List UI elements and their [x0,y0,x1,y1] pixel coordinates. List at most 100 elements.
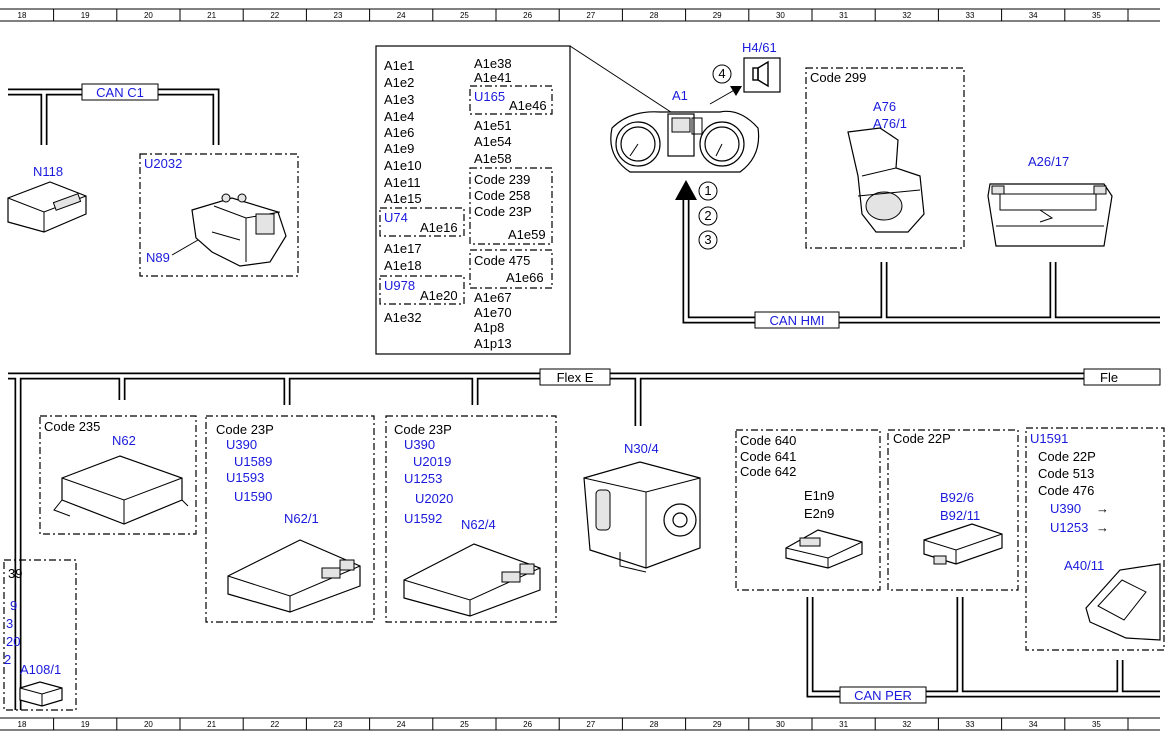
ruler-number: 22 [270,11,279,20]
a1-e41: A1e41 [474,70,512,85]
ruler-number: 19 [81,11,90,20]
label-u74: U74 [384,210,408,225]
code-23p-n62-4: Code 23P [394,422,452,437]
a1-e20: A1e20 [420,288,458,303]
ruler-number: 34 [1029,720,1038,729]
a108-partial-1: 39 [8,566,22,581]
component-a26-17: A26/17 [987,154,1113,247]
n62-1-u390: U390 [226,437,257,452]
label-a108-1: A108/1 [20,662,61,677]
a1-e32: A1e32 [384,310,422,325]
a40-u390: U390 [1050,501,1081,516]
a1-e66: A1e66 [506,270,544,285]
label-n62-4: N62/4 [461,517,496,532]
bus-can-c1: CAN C1 [8,83,220,145]
ruler-number: 33 [966,11,975,20]
label-b92-11: B92/11 [940,508,980,523]
a1-e2: A1e2 [384,75,414,90]
ruler-number: 28 [650,11,659,20]
a1-e54: A1e54 [474,134,512,149]
a1-e58: A1e58 [474,151,512,166]
a1-e51: A1e51 [474,118,512,133]
label-a40-11: A40/11 [1064,558,1104,573]
ruler-number: 21 [207,720,216,729]
ruler-number: 27 [586,720,595,729]
a1-e10: A1e10 [384,158,422,173]
n62-1-u1593: U1593 [226,470,264,485]
ruler-number: 21 [207,11,216,20]
n62-4-u1592: U1592 [404,511,442,526]
label-e1n9: E1n9 [804,488,834,503]
a1-e3: A1e3 [384,92,414,107]
ruler-number: 30 [776,720,785,729]
arrow-to-h4-icon [730,86,742,96]
ruler-number: 22 [270,720,279,729]
code-23p-n62-1: Code 23P [216,422,274,437]
code-640: Code 640 [740,433,796,448]
a40-u1253: U1253 [1050,520,1088,535]
n62-4-u1253: U1253 [404,471,442,486]
ruler-number: 18 [18,11,27,20]
code-235: Code 235 [44,419,100,434]
component-a40-11-box: U1591 Code 22P Code 513 Code 476 U390 → … [1025,427,1165,651]
a108-partial-3: 3 [6,616,13,631]
label-a26-17: A26/17 [1028,154,1069,169]
a1-e15: A1e15 [384,191,422,206]
a108-partial-2: 9 [10,598,17,613]
ruler-number: 32 [902,11,911,20]
n62-4-u2019: U2019 [413,454,451,469]
callout-4: 4 [718,66,725,81]
a40-arrow-1: → [1096,501,1109,516]
ruler-number: 32 [902,720,911,729]
code-476: Code 476 [1038,483,1094,498]
ruler-number: 18 [18,720,27,729]
component-n89-box: U2032 N89 [139,153,299,277]
a1-e18: A1e18 [384,258,422,273]
callouts: 4 1 2 3 [698,64,732,250]
component-n118: N118 [7,164,87,233]
a1-e16: A1e16 [420,220,458,235]
bus-flex-e: Flex E Fle [8,368,1161,710]
a1-lamp-table: A1e1 A1e2 A1e3 A1e4 A1e6 A1e9 A1e10 A1e1… [375,45,681,355]
a1-e70: A1e70 [474,305,512,320]
a1-e9: A1e9 [384,141,414,156]
component-h4-61: H4/61 [742,40,781,93]
bus-label-flex-e: Flex E [557,370,594,385]
code-22p-a40: Code 22P [1038,449,1096,464]
ruler-number: 26 [523,720,532,729]
ruler-number: 25 [460,11,469,20]
ruler-number: 24 [397,11,406,20]
a1-e46: A1e46 [509,98,547,113]
label-n62-1: N62/1 [284,511,319,526]
ruler-number: 31 [839,11,848,20]
code-642: Code 642 [740,464,796,479]
code-513: Code 513 [1038,466,1094,481]
bus-can-hmi: CAN HMI [675,180,1160,329]
component-n62-4-box: Code 23P U390 U2019 U1253 U2020 U1592 N6… [385,415,557,623]
a1-e67: A1e67 [474,290,512,305]
a1-p13: A1p13 [474,336,512,351]
label-h4-61: H4/61 [742,40,777,55]
n62-1-u1589: U1589 [234,454,272,469]
ruler-number: 33 [966,720,975,729]
ruler-number: 25 [460,720,469,729]
bus-can-per: CAN PER [806,597,1160,704]
a1-e17: A1e17 [384,241,422,256]
ruler-number: 19 [81,720,90,729]
component-e1n9-box: Code 640 Code 641 Code 642 E1n9 E2n9 [735,429,881,591]
label-n30-4: N30/4 [624,441,659,456]
speaker-icon [752,60,769,88]
bus-label-can-per: CAN PER [854,688,912,703]
a1-e11: A1e11 [384,175,421,190]
component-n62-box: Code 235 N62 [39,415,197,535]
ruler-number: 28 [650,720,659,729]
code-299: Code 299 [810,70,866,85]
n62-1-u1590: U1590 [234,489,272,504]
label-a1: A1 [672,88,688,103]
ruler-number: 23 [334,720,343,729]
ruler-number: 29 [713,720,722,729]
label-u2032: U2032 [144,156,182,171]
